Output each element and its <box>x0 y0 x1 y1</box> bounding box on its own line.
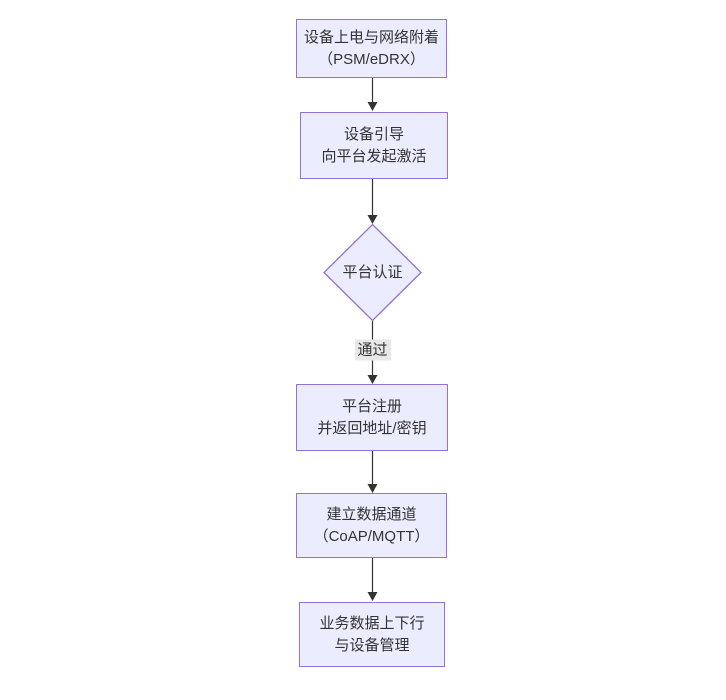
arrow-down-head <box>367 592 378 601</box>
node-power-network-attach: 设备上电与网络附着 （PSM/eDRX） <box>296 19 447 78</box>
node-label-line: 业务数据上下行 <box>319 614 425 632</box>
node-label-line: 向平台发起激活 <box>321 147 427 165</box>
node-data-channel: 建立数据通道 （CoAP/MQTT） <box>296 493 447 558</box>
node-label-line: 设备引导 <box>343 125 404 143</box>
node-platform-auth-label: 平台认证 <box>342 263 403 281</box>
arrow-down-head <box>367 375 378 384</box>
node-label-line: 设备上电与网络附着 <box>303 28 439 46</box>
edge-label-pass: 通过 <box>354 339 391 361</box>
arrow-down-head <box>367 102 378 111</box>
node-label-line: 建立数据通道 <box>326 505 417 523</box>
node-platform-register: 平台注册 并返回地址/密钥 <box>296 384 448 451</box>
node-label-line: 平台注册 <box>341 397 402 415</box>
node-label-line: （CoAP/MQTT） <box>313 527 430 545</box>
node-business-data-mgmt: 业务数据上下行 与设备管理 <box>299 602 445 667</box>
node-label-line: 并返回地址/密钥 <box>317 419 427 437</box>
node-label-line: （PSM/eDRX） <box>318 50 425 68</box>
node-platform-auth-shape <box>323 223 422 322</box>
node-device-bootstrap: 设备引导 向平台发起激活 <box>300 112 448 179</box>
arrow-down-head <box>367 215 378 224</box>
arrow-down-head <box>367 484 378 493</box>
node-label-line: 与设备管理 <box>334 636 410 654</box>
